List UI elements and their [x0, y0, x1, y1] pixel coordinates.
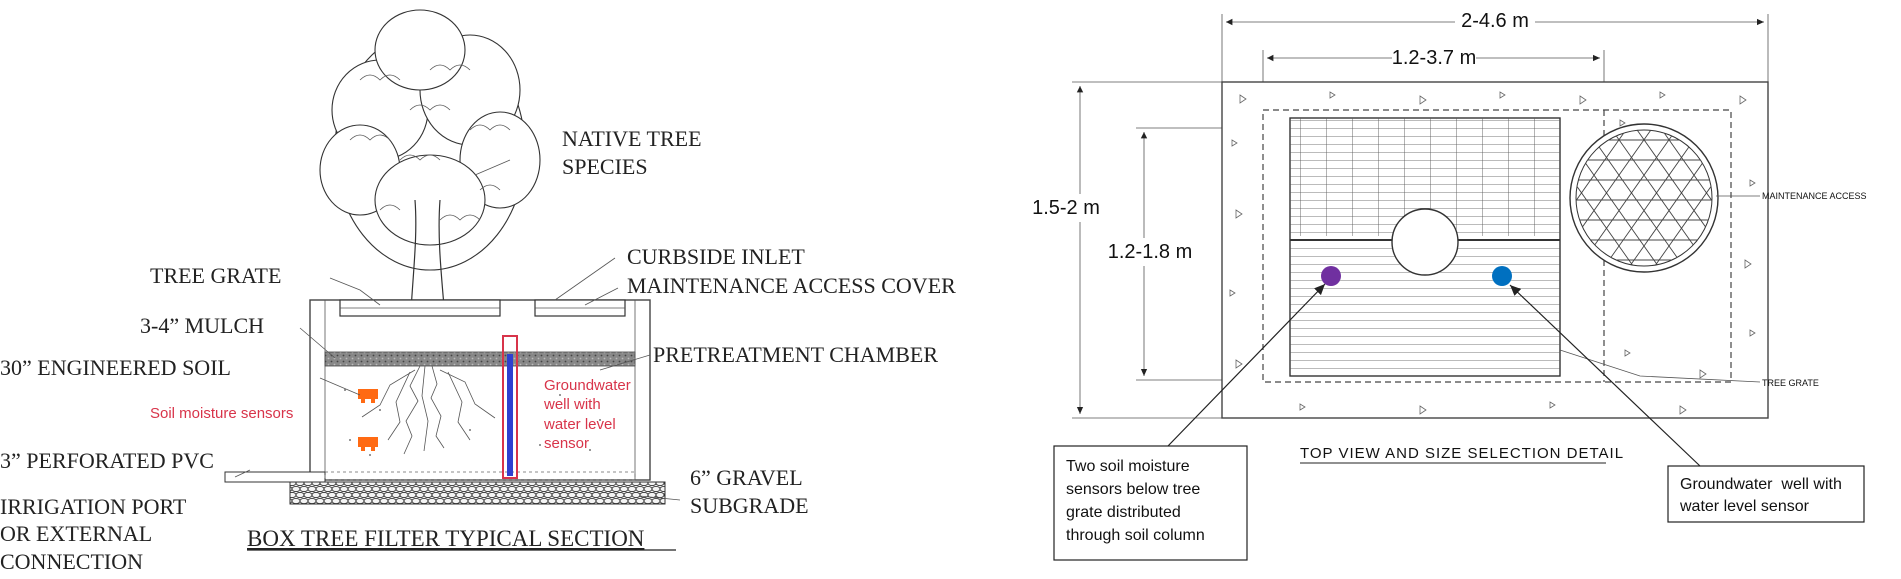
soil-sensor-annotation: Soil moisture sensors	[150, 405, 293, 422]
concrete-texture	[1229, 91, 1756, 415]
soil-texture	[344, 389, 601, 456]
maintenance-cover-label: MAINTENANCE ACCESS COVER	[627, 273, 956, 298]
tree-roots	[361, 365, 496, 455]
well-callout-arrow	[1509, 284, 1701, 467]
soil-sensor-callout	[1053, 445, 1248, 561]
well-callout-line-1: Groundwater well with	[1680, 476, 1842, 493]
well-annotation-4: sensor	[544, 435, 589, 452]
inner-chamber-outline	[1262, 109, 1732, 383]
section-diagram: NATIVE TREE SPECIES TREE GRATE CURBSIDE …	[0, 9, 956, 574]
well-annotation-2: well with	[543, 396, 601, 413]
well-annotation-3: water level	[543, 416, 616, 433]
soil-label: 30” ENGINEERED SOIL	[0, 355, 231, 380]
section-title: BOX TREE FILTER TYPICAL SECTION	[247, 526, 645, 551]
tree-opening	[1391, 208, 1459, 276]
soil-callout-arrow	[1167, 283, 1326, 447]
perforated-pvc	[224, 471, 326, 483]
well-callout-line-2: water level sensor	[1679, 498, 1810, 515]
curbside-inlet-label: CURBSIDE INLET	[627, 244, 805, 269]
maintenance-access-label: MAINTENANCE ACCESS	[1762, 191, 1867, 201]
soil-callout-line-2: sensors below tree	[1066, 481, 1200, 498]
well-sensor-marker	[1492, 266, 1512, 286]
native-tree-label-2: SPECIES	[562, 154, 648, 179]
tree-grate-top-label: TREE GRATE	[1762, 378, 1819, 388]
soil-callout-line-4: through soil column	[1066, 527, 1205, 544]
irrigation-label-2: OR EXTERNAL	[0, 521, 152, 546]
inner-width-label: 1.2-3.7 m	[1392, 47, 1476, 69]
soil-sensor-marker	[1321, 266, 1341, 286]
leader-lines	[234, 159, 681, 501]
gravel-layer	[289, 481, 666, 505]
gravel-label-2: SUBGRADE	[690, 493, 809, 518]
mulch-label: 3-4” MULCH	[140, 313, 264, 338]
soil-callout-line-1: Two soil moisture	[1066, 458, 1190, 475]
tree-icon	[319, 9, 541, 331]
groundwater-well	[502, 335, 518, 479]
mulch-layer	[324, 351, 636, 367]
soil-moisture-sensor-icon	[358, 389, 378, 403]
soil-moisture-sensor-icon	[358, 437, 378, 451]
well-annotation-1: Groundwater	[544, 377, 631, 394]
irrigation-label-1: IRRIGATION PORT	[0, 494, 187, 519]
soil-callout-line-3: grate distributed	[1066, 504, 1181, 521]
irrigation-label-3: CONNECTION	[0, 549, 143, 574]
well-sensor-callout	[1667, 465, 1865, 523]
inner-height-label: 1.2-1.8 m	[1108, 241, 1192, 263]
tree-grate-label: TREE GRATE	[150, 263, 281, 288]
top-view-diagram: 2-4.6 m 1.2-3.7 m 1.5-2 m 1.2-1.8 m	[1022, 6, 1867, 561]
outer-width-label: 2-4.6 m	[1461, 10, 1529, 32]
pvc-label: 3” PERFORATED PVC	[0, 448, 214, 473]
top-view-title: TOP VIEW AND SIZE SELECTION DETAIL	[1300, 445, 1624, 462]
water-level-sensor	[507, 354, 513, 476]
native-tree-label: NATIVE TREE	[562, 126, 702, 151]
outer-height-label: 1.5-2 m	[1032, 197, 1100, 219]
gravel-label-1: 6” GRAVEL	[690, 465, 803, 490]
pretreatment-label: PRETREATMENT CHAMBER	[653, 342, 938, 367]
